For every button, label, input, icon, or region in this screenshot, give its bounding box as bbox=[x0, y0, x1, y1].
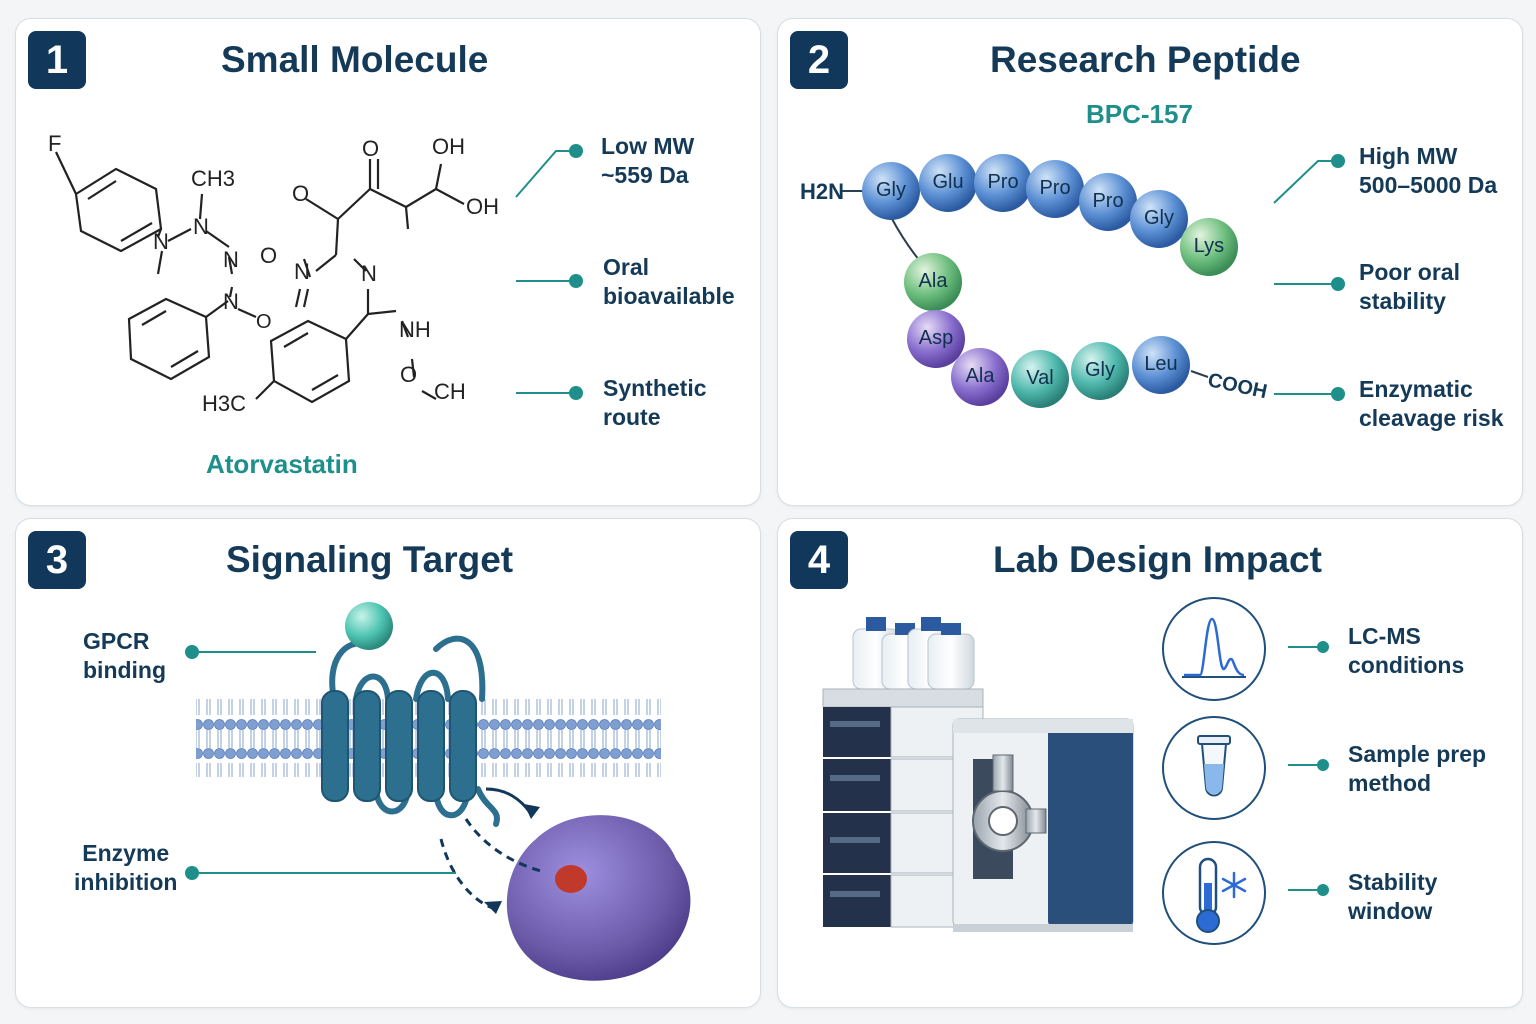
callout-enzymatic-cleavage: Enzymatic cleavage risk bbox=[1359, 376, 1504, 431]
callout-molecular-weight: Low MW ~559 Da bbox=[601, 133, 695, 188]
callout-enzyme-inhibition: Enzyme inhibition bbox=[74, 840, 178, 895]
residue-label: Asp bbox=[918, 327, 954, 349]
residue-label: Gly bbox=[1085, 359, 1115, 381]
panel-title: Lab Design Impact bbox=[993, 539, 1322, 580]
enzyme-active-site bbox=[555, 865, 587, 893]
amino-acid-bead bbox=[862, 162, 920, 220]
callout-stability-window: Stability window bbox=[1348, 869, 1438, 924]
residue-label: Val bbox=[1026, 367, 1054, 389]
residue-label: Pro bbox=[1092, 190, 1124, 212]
residue-label: Pro bbox=[987, 171, 1019, 193]
mass-spectrometer bbox=[952, 718, 1134, 932]
amino-acid-bead bbox=[951, 348, 1009, 406]
callout-connectors bbox=[1273, 154, 1345, 401]
callout-oral-bioavailability: Oral bioavailable bbox=[603, 254, 735, 309]
molecule-structure-diagram bbox=[55, 151, 465, 404]
atom-label: N bbox=[153, 229, 169, 254]
transmembrane-helix bbox=[449, 690, 477, 802]
chromatogram-peak-icon bbox=[1162, 597, 1266, 701]
residue-label: Lys bbox=[1193, 235, 1225, 257]
panel-number-badge: 2 bbox=[790, 31, 848, 89]
atom-label: F bbox=[48, 131, 62, 156]
enzyme-protein bbox=[506, 815, 691, 981]
residue-label: Gly bbox=[876, 179, 906, 201]
callout-connectors bbox=[515, 144, 583, 400]
lc-ms-instrument-illustration bbox=[822, 617, 1329, 932]
callout-synthetic-route: Synthetic route bbox=[603, 375, 707, 430]
amino-acid-bead bbox=[1130, 190, 1188, 248]
ligand-sphere bbox=[345, 602, 393, 650]
amino-acid-bead bbox=[1132, 336, 1190, 394]
amino-acid-bead bbox=[1079, 173, 1137, 231]
amino-acid-bead bbox=[1071, 342, 1129, 400]
amino-acid-bead bbox=[1026, 160, 1084, 218]
amino-acid-bead bbox=[1180, 218, 1238, 276]
residue-label: Gly bbox=[1144, 207, 1174, 229]
amino-acid-bead bbox=[919, 154, 977, 212]
residue-label: Ala bbox=[965, 365, 995, 387]
callout-oral-stability: Poor oral stability bbox=[1359, 259, 1460, 314]
atom-label: OH bbox=[432, 134, 465, 159]
atom-label: O bbox=[292, 181, 310, 206]
residue-label: Leu bbox=[1144, 353, 1178, 375]
callout-gpcr-binding: GPCR binding bbox=[83, 628, 167, 683]
panel-number-badge: 4 bbox=[790, 531, 848, 589]
atom-label: O bbox=[260, 243, 278, 268]
panel-title: Small Molecule bbox=[221, 39, 489, 80]
atom-label: N bbox=[294, 259, 310, 284]
peptide-chain-diagram bbox=[842, 154, 1238, 408]
amino-acid-bead bbox=[974, 154, 1032, 212]
atom-label: O bbox=[256, 311, 272, 333]
panel-title: Signaling Target bbox=[226, 539, 514, 580]
residue-label: Ala bbox=[918, 270, 948, 292]
amino-acid-bead bbox=[904, 253, 962, 311]
gpcr-membrane-diagram bbox=[185, 602, 691, 981]
transmembrane-helix bbox=[385, 690, 413, 802]
panel-signaling-target: 3 Signaling Target bbox=[15, 518, 761, 1008]
amino-acid-bead bbox=[907, 310, 965, 368]
callout-sample-prep: Sample prep method bbox=[1348, 741, 1487, 796]
atom-label: N bbox=[223, 289, 239, 314]
panel-number-badge: 3 bbox=[28, 531, 86, 589]
transmembrane-helix bbox=[353, 690, 381, 802]
aromatic-ring bbox=[127, 297, 211, 381]
transmembrane-helix bbox=[321, 690, 349, 802]
atom-label: N bbox=[223, 247, 239, 272]
compound-name: Atorvastatin bbox=[206, 449, 358, 479]
callout-lc-ms-conditions: LC-MS conditions bbox=[1348, 623, 1465, 678]
atom-label: OH bbox=[466, 194, 499, 219]
atom-label: O bbox=[400, 362, 418, 387]
transmembrane-helix bbox=[417, 690, 445, 802]
n-terminus-label: H2N bbox=[800, 179, 845, 204]
atom-label: NH bbox=[399, 317, 431, 342]
amino-acid-bead bbox=[1011, 350, 1069, 408]
atom-label: CH3 bbox=[191, 166, 236, 191]
panel-research-peptide: 2 Research Peptide BPC-157 bbox=[777, 18, 1523, 506]
atom-label: CH bbox=[434, 379, 466, 404]
panel-small-molecule: 1 Small Molecule bbox=[15, 18, 761, 506]
panel-number-badge: 1 bbox=[28, 31, 86, 89]
thermometer-snowflake-icon bbox=[1162, 841, 1266, 945]
atom-label: O bbox=[362, 136, 380, 161]
atom-label: H3C bbox=[202, 391, 247, 416]
sample-tube-icon bbox=[1162, 716, 1266, 820]
residue-label: Pro bbox=[1039, 177, 1071, 199]
peptide-name: BPC-157 bbox=[1086, 99, 1193, 129]
panel-lab-design-impact: 4 Lab Design Impact bbox=[777, 518, 1523, 1008]
panel-title: Research Peptide bbox=[990, 39, 1301, 80]
atom-label: N bbox=[361, 261, 377, 286]
callout-molecular-weight: High MW 500–5000 Da bbox=[1359, 143, 1498, 198]
atom-label: N bbox=[193, 214, 209, 239]
residue-label: Glu bbox=[932, 171, 964, 193]
solvent-bottles bbox=[852, 617, 975, 690]
